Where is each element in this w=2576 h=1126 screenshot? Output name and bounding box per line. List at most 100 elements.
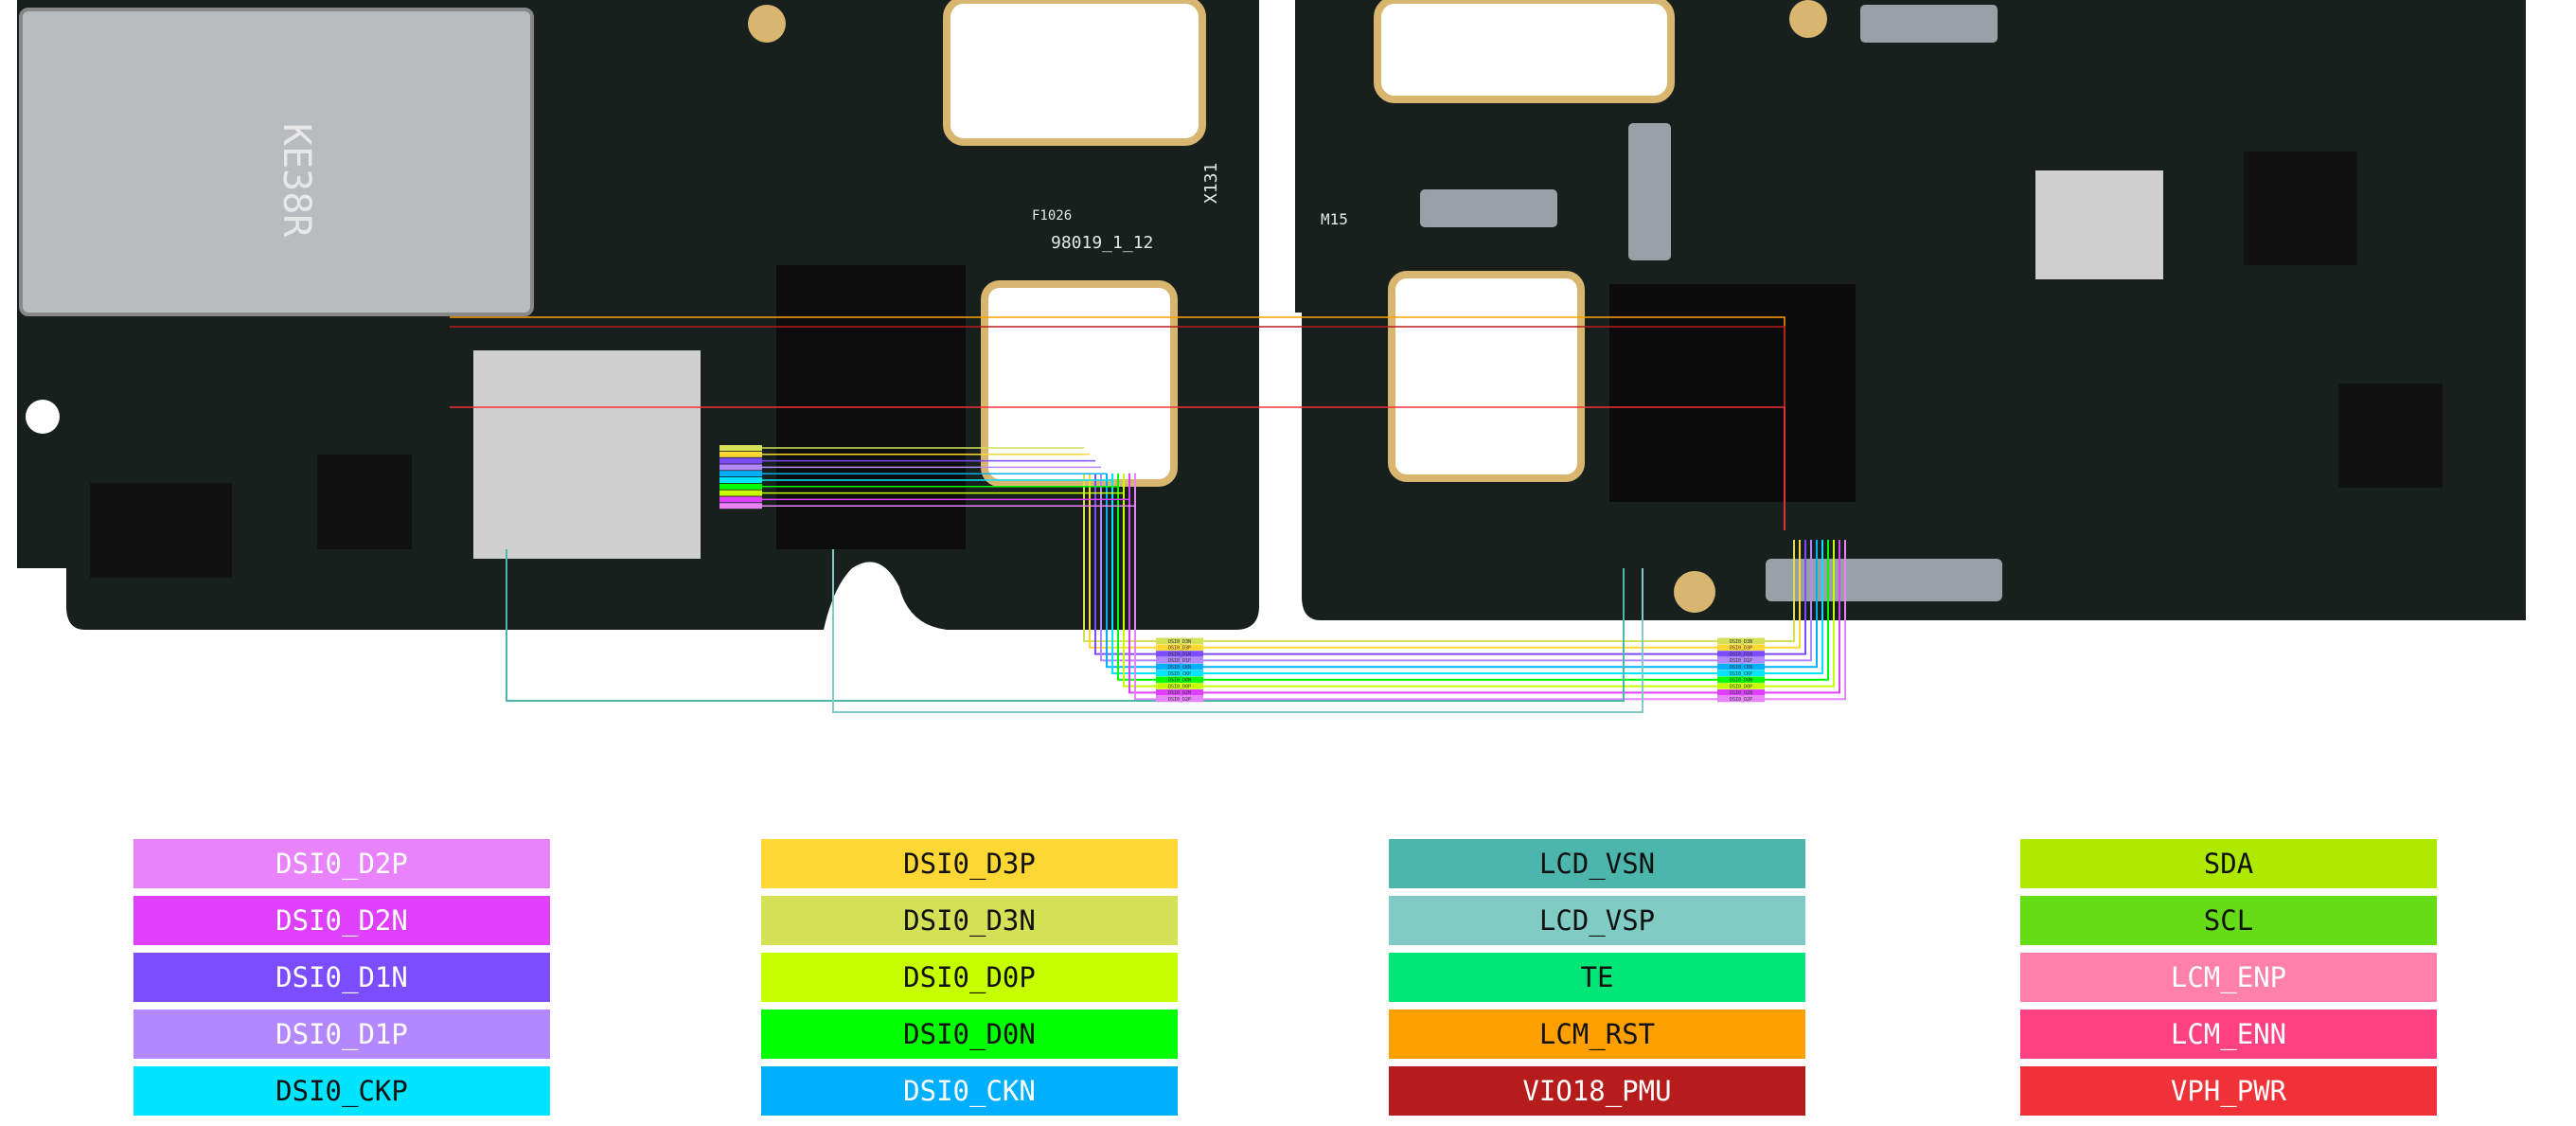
legend-item-dsi0-d1n: DSI0_D1N bbox=[133, 953, 550, 1002]
connector bbox=[1860, 5, 1998, 43]
legend-label: LCD_VSP bbox=[1538, 904, 1656, 937]
legend-item-dsi0-d2p: DSI0_D2P bbox=[133, 839, 550, 888]
trace-label-box bbox=[720, 503, 762, 509]
legend-item-dsi0-ckn: DSI0_CKN bbox=[761, 1066, 1178, 1116]
chip bbox=[2035, 170, 2163, 279]
legend-label: LCM_ENN bbox=[2170, 1018, 2287, 1050]
trace-dsi0-d1p bbox=[1100, 474, 1812, 662]
trace-label-box bbox=[1156, 683, 1203, 689]
trace-label: DSI0_D2N bbox=[1168, 690, 1191, 696]
board-ref-text: F1026 bbox=[1032, 208, 1072, 223]
trace-label: DSI0_CKP bbox=[1168, 671, 1191, 677]
legend-label: DSI0_D0N bbox=[903, 1018, 1036, 1050]
legend-label: LCM_ENP bbox=[2170, 961, 2287, 993]
legend-item-dsi0-d3n: DSI0_D3N bbox=[761, 896, 1178, 945]
trace-label-box bbox=[720, 471, 762, 477]
trace-label: DSI0_D1P bbox=[1730, 658, 1752, 664]
trace-label-box bbox=[1717, 637, 1765, 645]
trace-label: DSI0_D3N bbox=[1730, 639, 1752, 645]
legend-item-dsi0-d0n: DSI0_D0N bbox=[761, 1010, 1178, 1059]
soc-chip bbox=[1609, 284, 1856, 502]
trace-label: DSI0_D0P bbox=[1168, 684, 1191, 689]
mount-hole bbox=[748, 5, 786, 43]
sim-silk-text: KE38R bbox=[275, 123, 318, 238]
board-cutout bbox=[943, 0, 1206, 146]
legend-label: LCD_VSN bbox=[1538, 848, 1656, 880]
trace-label-box bbox=[1717, 695, 1765, 703]
legend-item-sda: SDA bbox=[2020, 839, 2437, 888]
chip bbox=[2338, 384, 2443, 488]
trace-label-box bbox=[1156, 637, 1203, 645]
legend-item-lcm-enn: LCM_ENN bbox=[2020, 1010, 2437, 1059]
trace-label: DSI0_CKN bbox=[1730, 665, 1752, 670]
board-ref-text: M15 bbox=[1321, 210, 1348, 228]
display-connector bbox=[1766, 559, 2002, 601]
legend-label: LCM_RST bbox=[1538, 1018, 1656, 1050]
trace-label: DSI0_D2N bbox=[1730, 690, 1752, 696]
legend-label: DSI0_D3N bbox=[903, 904, 1036, 937]
trace-dsi0-d3p bbox=[1089, 474, 1801, 649]
board-code-text: 98019_1_12 bbox=[1051, 233, 1153, 253]
trace-label-box bbox=[720, 464, 762, 471]
legend-item-dsi0-d3p: DSI0_D3P bbox=[761, 839, 1178, 888]
trace-label-box bbox=[1156, 676, 1203, 683]
trace-label-box bbox=[1156, 651, 1203, 657]
legend-item-dsi0-d2n: DSI0_D2N bbox=[133, 896, 550, 945]
right-pcb-board bbox=[1295, 0, 2526, 620]
connector bbox=[1628, 123, 1671, 260]
trace-dsi0-ckp bbox=[1111, 474, 1823, 674]
trace-dsi0-d0n bbox=[1117, 474, 1829, 681]
legend-item-lcd-vsn: LCD_VSN bbox=[1389, 839, 1805, 888]
pcb-boards: KE38R 98019_1_12 X131 M15 F1026 bbox=[17, 0, 2526, 630]
legend-label: DSI0_D2P bbox=[275, 848, 408, 880]
trace-label-box bbox=[720, 490, 762, 496]
trace-dsi0-d0p bbox=[1123, 474, 1835, 688]
trace-label-box bbox=[1156, 644, 1203, 651]
legend-label: DSI0_CKP bbox=[275, 1075, 408, 1107]
legend-label: SDA bbox=[2203, 848, 2254, 880]
trace-label-box bbox=[1717, 644, 1765, 651]
legend-item-lcm-rst: LCM_RST bbox=[1389, 1010, 1805, 1059]
legend-label: DSI0_D1P bbox=[275, 1018, 408, 1050]
legend-label: DSI0_D0P bbox=[903, 961, 1036, 993]
legend-label: VIO18_PMU bbox=[1522, 1075, 1672, 1107]
trace-dsi0-d3n bbox=[1083, 474, 1795, 642]
legend-item-vio18-pmu: VIO18_PMU bbox=[1389, 1066, 1805, 1116]
mount-hole bbox=[26, 400, 60, 434]
board-cutout bbox=[1388, 271, 1585, 482]
chip bbox=[2244, 152, 2357, 265]
trace-label-box bbox=[720, 483, 762, 490]
legend-label: DSI0_D2N bbox=[275, 904, 408, 937]
trace-label-box bbox=[720, 451, 762, 457]
legend-label: DSI0_CKN bbox=[903, 1075, 1036, 1107]
trace-label: DSI0_D1N bbox=[1730, 652, 1752, 657]
legend-label: SCL bbox=[2203, 904, 2254, 937]
mount-hole bbox=[1674, 571, 1715, 613]
trace-label: DSI0_D3P bbox=[1730, 646, 1752, 652]
legend-item-dsi0-d1p: DSI0_D1P bbox=[133, 1010, 550, 1059]
trace-label-box bbox=[1156, 663, 1203, 670]
trace-label-box bbox=[1717, 651, 1765, 657]
trace-dsi0-d2n bbox=[1128, 474, 1840, 694]
legend-item-lcm-enp: LCM_ENP bbox=[2020, 953, 2437, 1002]
trace-label: DSI0_D3P bbox=[1168, 646, 1191, 652]
mount-hole bbox=[862, 578, 896, 612]
trace-dsi0-d2p bbox=[1134, 474, 1846, 701]
trace-label-box bbox=[720, 457, 762, 464]
trace-label: DSI0_D0N bbox=[1168, 678, 1191, 684]
trace-label: DSI0_D1N bbox=[1168, 652, 1191, 657]
connector bbox=[1420, 189, 1557, 227]
trace-label-box bbox=[1717, 683, 1765, 689]
legend-item-lcd-vsp: LCD_VSP bbox=[1389, 896, 1805, 945]
legend-label: VPH_PWR bbox=[2170, 1075, 2287, 1107]
trace-label-box bbox=[720, 477, 762, 483]
trace-label-box bbox=[1156, 689, 1203, 696]
trace-label: DSI0_D2P bbox=[1168, 697, 1191, 703]
trace-label-box bbox=[1156, 670, 1203, 677]
mount-hole bbox=[1789, 0, 1827, 38]
trace-label-box bbox=[1717, 676, 1765, 683]
legend-label: DSI0_D3P bbox=[903, 848, 1036, 880]
trace-label: DSI0_D0P bbox=[1730, 684, 1752, 689]
